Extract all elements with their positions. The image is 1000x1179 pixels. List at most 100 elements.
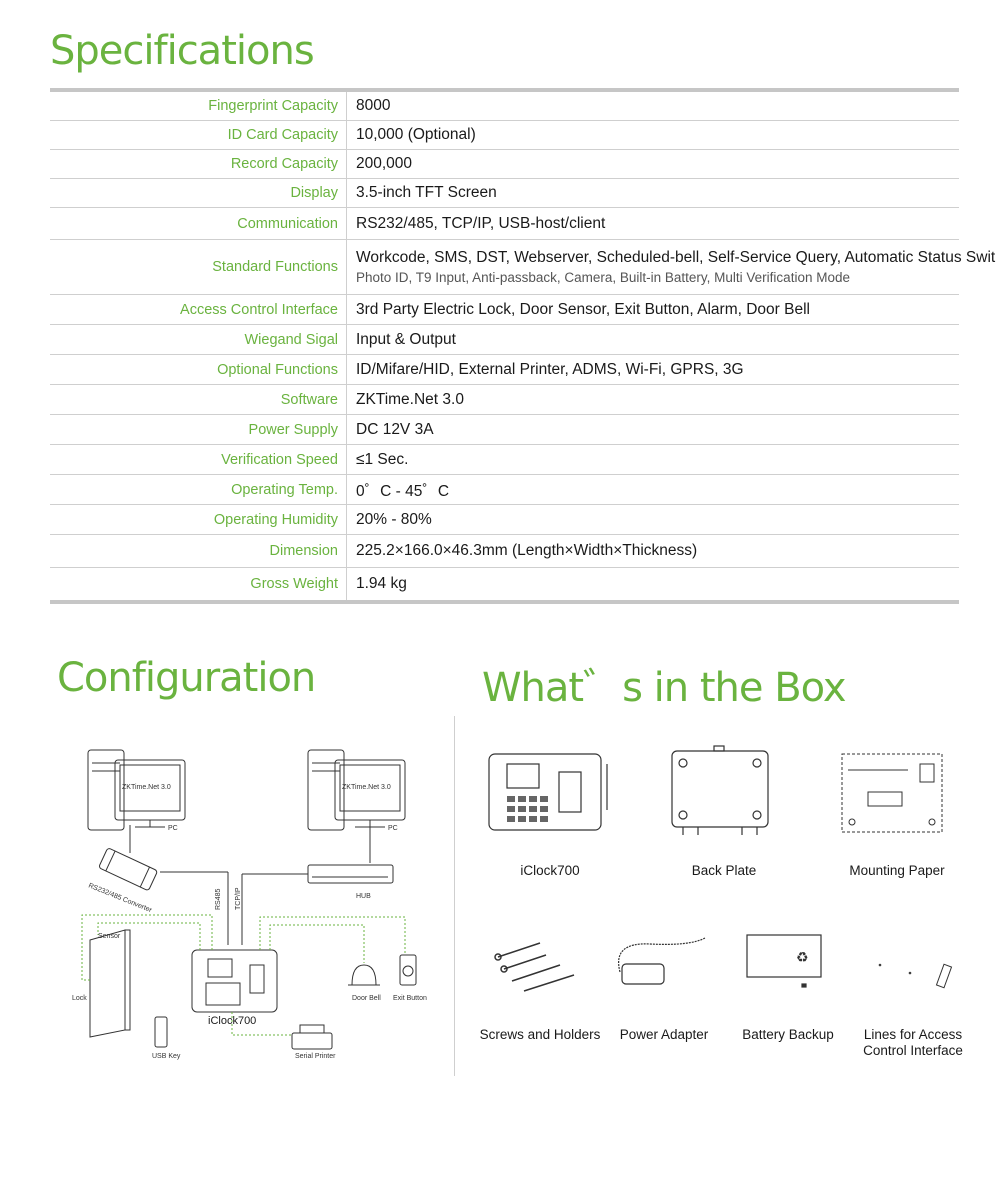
spec-value-text: 1.94 kg: [356, 575, 407, 592]
spec-label: Power Supply: [50, 415, 347, 444]
spec-value-text: Workcode, SMS, DST, Webserver, Scheduled…: [356, 249, 996, 266]
pc-left-icon: [87, 749, 186, 831]
spec-value-text: 8000: [356, 97, 391, 114]
spec-value: 1.94 kg: [347, 568, 407, 600]
converter-icon: [99, 848, 158, 891]
power-adapter-image: [618, 937, 706, 985]
back-plate-image: [671, 745, 769, 835]
spec-row: Record Capacity 200,000: [50, 150, 959, 179]
exit-button-icon: [399, 954, 417, 986]
spec-row: Operating Humidity 20% - 80%: [50, 505, 959, 535]
spec-value: ZKTime.Net 3.0: [347, 385, 464, 414]
spec-value-text: 3rd Party Electric Lock, Door Sensor, Ex…: [356, 300, 810, 318]
spec-label: Communication: [50, 208, 347, 239]
box-caption-iclock700: iClock700: [520, 863, 580, 878]
spec-row: Fingerprint Capacity 8000: [50, 92, 959, 121]
spec-label: Access Control Interface: [50, 295, 347, 324]
spec-row: Wiegand Sigal Input & Output: [50, 325, 959, 355]
spec-value-text: ZKTime.Net 3.0: [356, 390, 464, 408]
spec-value: 3.5-inch TFT Screen: [347, 179, 497, 207]
usb-key-icon: [154, 1016, 168, 1048]
spec-value-text: ≤1 Sec.: [356, 450, 409, 468]
spec-value-text: 0゜C - 45゜C: [356, 482, 450, 500]
spec-label: Wiegand Sigal: [50, 325, 347, 354]
spec-label: Software: [50, 385, 347, 414]
spec-value-text: 10,000 (Optional): [356, 126, 476, 143]
door-bell-label: Door Bell: [352, 995, 381, 1002]
spec-label: Standard Functions: [50, 240, 347, 294]
spec-value: 20% - 80%: [347, 505, 432, 534]
spec-value-subtext: Photo ID, T9 Input, Anti-passback, Camer…: [356, 270, 850, 285]
spec-row: Software ZKTime.Net 3.0: [50, 385, 959, 415]
spec-label: Fingerprint Capacity: [50, 92, 347, 120]
rs485-label: RS485: [215, 888, 222, 910]
lock-label: Lock: [72, 995, 87, 1002]
spec-value-text: 3.5-inch TFT Screen: [356, 184, 497, 201]
whats-in-the-box-heading: What゛s in the Box: [482, 665, 847, 711]
spec-value-text: DC 12V 3A: [356, 420, 434, 438]
spec-value: ID/Mifare/HID, External Printer, ADMS, W…: [347, 355, 744, 384]
hub-label: HUB: [356, 893, 371, 900]
spec-row: Operating Temp. 0゜C - 45゜C: [50, 475, 959, 505]
spec-value-text: 225.2×166.0×46.3mm (Length×Width×Thickne…: [356, 542, 698, 559]
spec-row: Optional Functions ID/Mifare/HID, Externa…: [50, 355, 959, 385]
access-control-lines-image: [878, 963, 953, 989]
screws-and-holders-image: [494, 942, 575, 992]
spec-label: Operating Humidity: [50, 505, 347, 534]
spec-label: ID Card Capacity: [50, 121, 347, 149]
box-caption-back-plate: Back Plate: [691, 863, 757, 878]
mounting-paper-image: [841, 753, 943, 833]
spec-value-text: Input & Output: [356, 330, 456, 348]
iclock700-image: [488, 753, 608, 831]
pc-right-screen-label: ZKTime.Net 3.0: [342, 784, 391, 791]
spec-value: 200,000: [347, 150, 412, 178]
spec-label: Verification Speed: [50, 445, 347, 474]
configuration-diagram: ZKTime.Net 3.0 ZKTime.Net 3.0 PC PC RS23…: [72, 749, 427, 1060]
spec-value: 3rd Party Electric Lock, Door Sensor, Ex…: [347, 295, 810, 324]
spec-label: Record Capacity: [50, 150, 347, 178]
spec-row: Dimension 225.2×166.0×46.3mm (Length×Widt…: [50, 535, 959, 568]
specifications-heading: Specifications: [50, 28, 315, 74]
spec-value: 225.2×166.0×46.3mm (Length×Width×Thickne…: [347, 535, 697, 567]
pc-left-label: PC: [168, 825, 178, 832]
spec-label: Gross Weight: [50, 568, 347, 600]
serial-printer-label: Serial Printer: [295, 1053, 336, 1060]
spec-value-text: 200,000: [356, 155, 413, 172]
spec-value-text: 20% - 80%: [356, 510, 432, 528]
box-caption-battery-backup: Battery Backup: [742, 1027, 834, 1042]
converter-label: RS232/485 Converter: [87, 882, 153, 914]
spec-value: 0゜C - 45゜C: [347, 475, 449, 504]
spec-value: Input & Output: [347, 325, 456, 354]
spec-row: Display 3.5-inch TFT Screen: [50, 179, 959, 208]
spec-label: Optional Functions: [50, 355, 347, 384]
recycle-icon: ♻: [796, 949, 809, 965]
usb-key-label: USB Key: [152, 1053, 181, 1060]
spec-value-text: RS232/485, TCP/IP, USB-host/client: [356, 214, 606, 232]
serial-printer-icon: [291, 1024, 333, 1050]
spec-value: Workcode, SMS, DST, Webserver, Scheduled…: [347, 240, 995, 294]
spec-value-text: ID/Mifare/HID, External Printer, ADMS, W…: [356, 360, 744, 378]
battery-backup-image: ♻: [746, 934, 822, 988]
spec-value: 10,000 (Optional): [347, 121, 476, 149]
spec-label: Operating Temp.: [50, 475, 347, 504]
section-divider: [454, 716, 455, 1076]
tcpip-label: TCP/IP: [235, 887, 242, 910]
spec-row: Verification Speed ≤1 Sec.: [50, 445, 959, 475]
spec-value: DC 12V 3A: [347, 415, 434, 444]
pc-right-label: PC: [388, 825, 398, 832]
device-label: iClock700: [208, 1015, 256, 1027]
spec-row: Power Supply DC 12V 3A: [50, 415, 959, 445]
specifications-table: Fingerprint Capacity 8000 ID Card Capacity…: [50, 88, 995, 604]
spec-row: Access Control Interface 3rd Party Electr…: [50, 295, 959, 325]
spec-value: 8000: [347, 92, 390, 120]
spec-value: RS232/485, TCP/IP, USB-host/client: [347, 208, 605, 239]
box-caption-access-control-lines: Lines for Access Control Interface: [863, 1027, 963, 1058]
configuration-heading: Configuration: [57, 655, 316, 701]
spec-row: Communication RS232/485, TCP/IP, USB-host…: [50, 208, 959, 240]
box-caption-mounting-paper: Mounting Paper: [849, 863, 945, 878]
spec-label: Display: [50, 179, 347, 207]
box-caption-power-adapter: Power Adapter: [619, 1027, 709, 1042]
pc-right-icon: [307, 749, 406, 831]
door-icon: [89, 929, 131, 1038]
spec-label: Dimension: [50, 535, 347, 567]
